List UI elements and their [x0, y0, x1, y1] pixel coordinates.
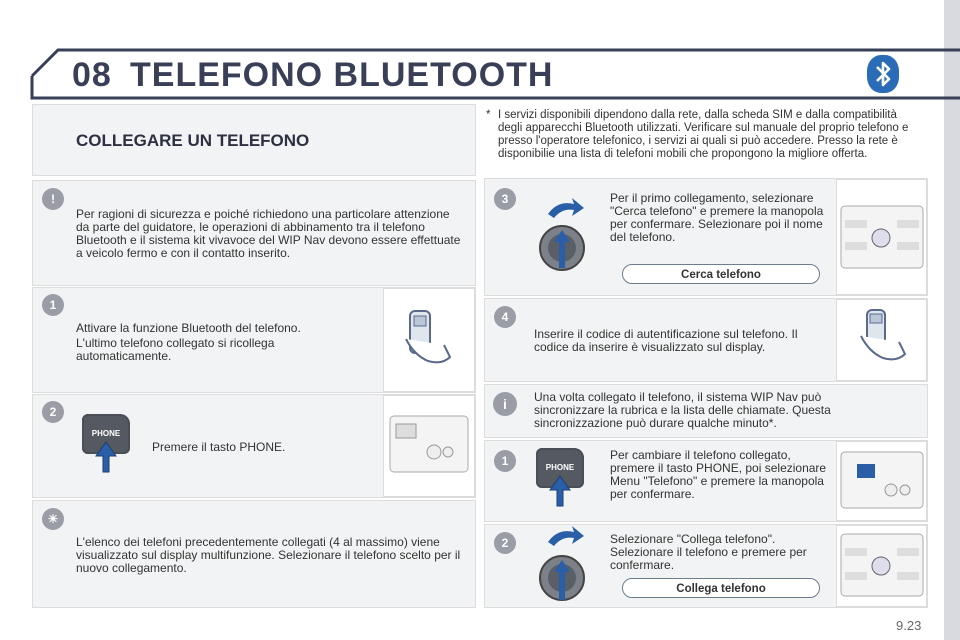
warning-badge: !: [42, 188, 64, 210]
radio-illustration-box-1b: [836, 441, 927, 521]
radio-unit-icon: [840, 451, 924, 509]
step3-text: Per il primo collegamento, selezionare "…: [610, 191, 824, 244]
step2-badge: 2: [42, 401, 64, 423]
footnote-marker: *: [486, 109, 491, 121]
hand-phone-icon: [860, 309, 907, 361]
rotary-knob-icon: [539, 526, 585, 601]
radio-illustration-box-3: [836, 179, 927, 295]
radio-unit-icon: [840, 205, 924, 269]
tip-text: L'elenco dei telefoni precedentemente co…: [76, 535, 461, 575]
warning-text: Per ragioni di sicurezza e poiché richie…: [76, 207, 461, 260]
radio-illustration-box: [383, 395, 475, 497]
radio-illustration-box-2b: [836, 525, 927, 607]
bluetooth-icon: [867, 55, 899, 93]
phone-illustration-box: [383, 288, 475, 392]
page-number: 9.23: [896, 618, 922, 633]
step4-badge: 4: [494, 306, 516, 328]
step2b-text: Selezionare "Collega telefono". Selezion…: [610, 532, 807, 572]
chapter-number: 08: [72, 56, 112, 94]
cerca-telefono-button[interactable]: Cerca telefono: [622, 264, 820, 284]
info-text: Una volta collegato il telefono, il sist…: [534, 390, 831, 430]
step1b-text: Per cambiare il telefono collegato, prem…: [610, 448, 827, 501]
step4-text: Inserire il codice di autentificazione s…: [534, 327, 798, 354]
hand-phone-icon: [405, 310, 452, 364]
info-panel: [484, 384, 928, 438]
collega-telefono-button[interactable]: Collega telefono: [622, 578, 820, 598]
step1-text2: L'ultimo telefono collegato si ricollega…: [76, 336, 275, 363]
step2-text: Premere il tasto PHONE.: [152, 440, 286, 454]
radio-unit-icon: [840, 533, 924, 597]
step3-badge: 3: [494, 188, 516, 210]
info-icon: i: [493, 392, 517, 416]
phone-illustration-box-4: [836, 299, 927, 381]
header-frame: [30, 48, 960, 100]
footnote-text: I servizi disponibili dipendono dalla re…: [498, 109, 909, 160]
step1-text: Attivare la funzione Bluetooth del telef…: [76, 321, 301, 335]
rotary-knob-icon: [539, 198, 585, 271]
section-title: COLLEGARE UN TELEFONO: [76, 131, 310, 150]
section-title-panel: [32, 104, 476, 176]
press-arrow-icon: [95, 441, 117, 473]
warning-panel: [32, 180, 476, 286]
page-edge-strip: [944, 0, 960, 640]
page-title: TELEFONO BLUETOOTH: [130, 56, 554, 94]
radio-unit-icon: [389, 415, 469, 473]
step1-badge: 1: [42, 294, 64, 316]
tip-panel: [32, 500, 476, 608]
press-arrow-icon: [549, 475, 571, 507]
step2b-badge: 2: [494, 532, 516, 554]
step1b-badge: 1: [494, 450, 516, 472]
tip-lamp-icon: ☀: [42, 508, 64, 530]
